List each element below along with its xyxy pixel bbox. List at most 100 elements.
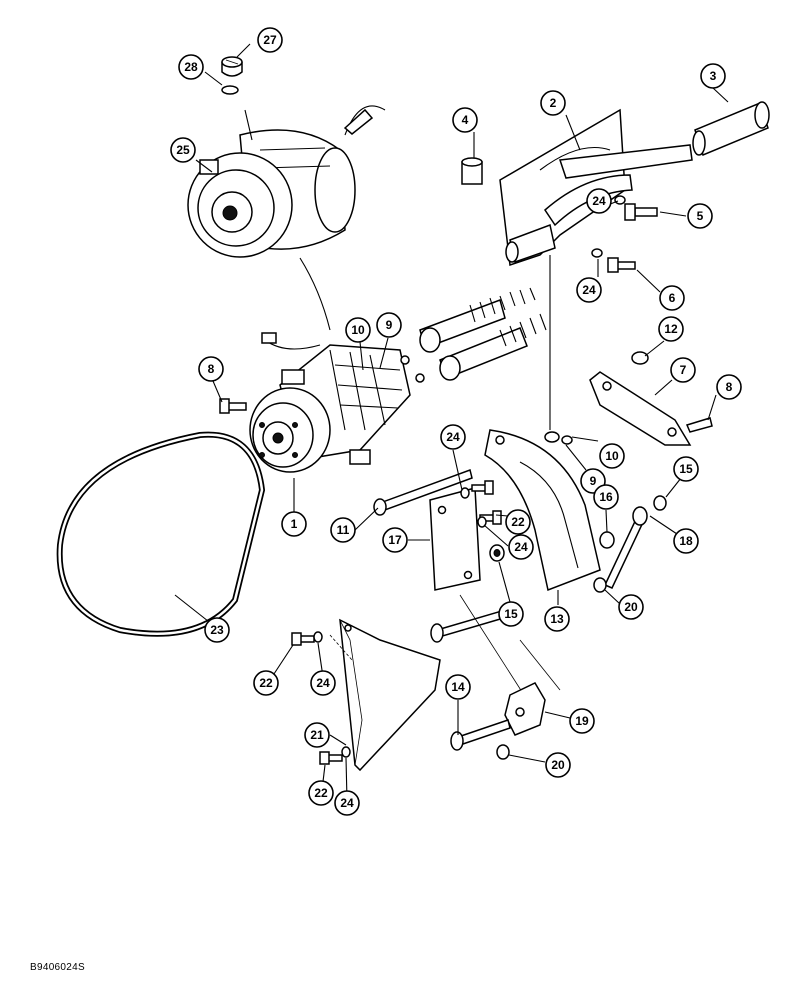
svg-text:22: 22 <box>314 786 328 800</box>
callout-14: 14 <box>445 674 471 700</box>
svg-text:27: 27 <box>263 33 277 47</box>
svg-text:12: 12 <box>664 322 678 336</box>
compressor-main <box>249 332 411 473</box>
callout-7: 7 <box>670 357 696 383</box>
svg-text:24: 24 <box>446 430 460 444</box>
callout-12: 12 <box>658 316 684 342</box>
washer-24e <box>313 631 323 643</box>
svg-text:7: 7 <box>680 363 687 377</box>
callout-8-right: 8 <box>716 374 742 400</box>
callout-2: 2 <box>540 90 566 116</box>
plate-17 <box>429 487 481 591</box>
washer-24f <box>341 746 351 758</box>
callout-25: 25 <box>170 137 196 163</box>
callout-22-bottom: 22 <box>308 780 334 806</box>
svg-text:9: 9 <box>590 474 597 488</box>
svg-text:9: 9 <box>386 318 393 332</box>
bolt-8a <box>219 398 247 414</box>
svg-text:24: 24 <box>514 540 528 554</box>
svg-text:24: 24 <box>582 283 596 297</box>
svg-text:18: 18 <box>679 534 693 548</box>
svg-text:11: 11 <box>337 523 350 537</box>
callout-27: 27 <box>257 27 283 53</box>
svg-text:15: 15 <box>504 607 518 621</box>
washer-24d <box>477 516 487 528</box>
svg-text:10: 10 <box>351 323 365 337</box>
svg-text:20: 20 <box>551 758 565 772</box>
callout-24-bracket-upper: 24 <box>586 188 612 214</box>
svg-text:10: 10 <box>605 449 619 463</box>
adjusting-bracket <box>484 429 601 592</box>
callout-1: 1 <box>281 511 307 537</box>
bolt-22-bottom <box>319 751 343 765</box>
svg-text:24: 24 <box>316 676 330 690</box>
o-ring <box>221 85 239 95</box>
svg-text:14: 14 <box>451 680 465 694</box>
svg-text:15: 15 <box>679 462 693 476</box>
callout-20-lower: 20 <box>545 752 571 778</box>
mounting-plate <box>589 351 713 446</box>
callout-24-plate: 24 <box>508 534 534 560</box>
svg-text:20: 20 <box>624 600 638 614</box>
shield-plate <box>329 618 441 772</box>
callout-23: 23 <box>204 617 230 643</box>
svg-text:8: 8 <box>726 380 733 394</box>
drain-plug <box>221 56 243 77</box>
callout-20-upper: 20 <box>618 594 644 620</box>
svg-text:1: 1 <box>291 517 298 531</box>
compressor-upper <box>187 105 386 331</box>
svg-text:23: 23 <box>210 623 224 637</box>
spacer-4 <box>461 157 483 185</box>
figure-id: B9406024S <box>30 962 85 973</box>
callout-16: 16 <box>593 484 619 510</box>
nut-15 <box>653 495 667 511</box>
callout-22-right: 22 <box>505 509 531 535</box>
callout-13: 13 <box>544 606 570 632</box>
callout-4: 4 <box>452 107 478 133</box>
svg-text:24: 24 <box>340 796 354 810</box>
callout-24-left: 24 <box>310 670 336 696</box>
svg-text:22: 22 <box>511 515 525 529</box>
bolt-11 <box>373 469 473 516</box>
block-19 <box>504 682 546 736</box>
callout-24-bracket-lower: 24 <box>576 277 602 303</box>
callout-21: 21 <box>304 722 330 748</box>
callout-10-lower: 10 <box>599 443 625 469</box>
bolt-5 <box>624 203 658 221</box>
spacer-16 <box>599 531 615 549</box>
svg-text:5: 5 <box>697 209 704 223</box>
washer-24c <box>460 487 470 499</box>
callout-24-center: 24 <box>440 424 466 450</box>
callout-3: 3 <box>700 63 726 89</box>
nut-20-upper <box>593 577 607 593</box>
svg-text:8: 8 <box>208 362 215 376</box>
svg-text:2: 2 <box>550 96 557 110</box>
callout-9-upper: 9 <box>376 312 402 338</box>
leader-lines <box>174 43 729 801</box>
callout-6: 6 <box>659 285 685 311</box>
svg-text:4: 4 <box>462 113 469 127</box>
callout-28: 28 <box>178 54 204 80</box>
callout-8-left: 8 <box>198 356 224 382</box>
callout-24-bottom: 24 <box>334 790 360 816</box>
svg-text:19: 19 <box>575 714 589 728</box>
callout-19: 19 <box>569 708 595 734</box>
svg-text:13: 13 <box>550 612 564 626</box>
hose-fittings <box>400 287 547 383</box>
svg-text:24: 24 <box>592 194 606 208</box>
svg-text:25: 25 <box>176 143 190 157</box>
callout-15-center: 15 <box>498 601 524 627</box>
svg-text:17: 17 <box>388 533 402 547</box>
callout-5: 5 <box>687 203 713 229</box>
svg-text:16: 16 <box>599 490 613 504</box>
drive-belt <box>56 431 266 637</box>
bolt-22-left <box>291 632 315 646</box>
adjusting-rod <box>603 506 648 589</box>
washer-24a <box>614 195 626 205</box>
grip-sleeve <box>692 101 770 157</box>
callout-10-upper: 10 <box>345 317 371 343</box>
callout-18: 18 <box>673 528 699 554</box>
callout-22-left: 22 <box>253 670 279 696</box>
spacer-15 <box>489 544 505 562</box>
